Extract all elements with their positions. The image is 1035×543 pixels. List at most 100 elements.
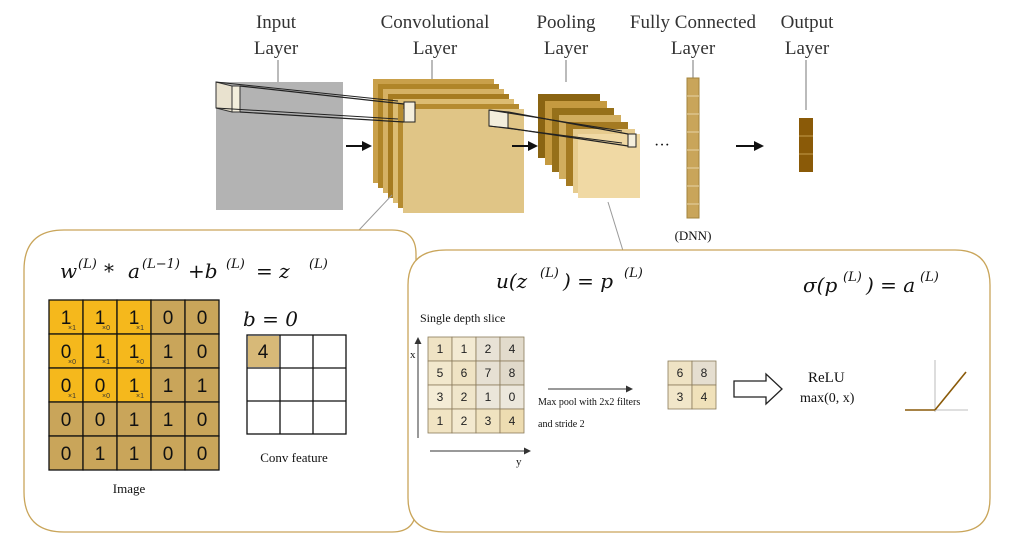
pool-caption-1: Max pool with 2x2 filters [538, 397, 640, 408]
eq-star: * [104, 259, 114, 283]
conv-feature-label: Conv feature [260, 450, 328, 465]
image-cell-value: 1 [129, 308, 140, 329]
eq-w-sup: (L) [78, 257, 97, 272]
image-cell [116, 333, 152, 369]
image-cell [150, 435, 186, 471]
kernel-weight: ×1 [136, 325, 144, 332]
slice-cell [499, 384, 525, 410]
slice-cell-value: 8 [509, 366, 516, 380]
image-cell [116, 299, 152, 335]
slice-cell [475, 384, 501, 410]
slice-cell-value: 3 [437, 390, 444, 404]
fc-layer-title-2: Layer [671, 38, 716, 59]
image-cell [48, 333, 84, 369]
conv-layer-title-1: Convolutional [381, 12, 490, 33]
image-cell-value: 1 [129, 376, 140, 397]
pool-caption-2: and stride 2 [538, 419, 585, 430]
ellipsis: ··· [654, 137, 670, 154]
relu-hollow-arrow [733, 372, 783, 406]
relu-title: ReLU [808, 370, 845, 386]
input-receptive-field [215, 81, 241, 113]
image-cell [48, 435, 84, 471]
slice-cell-value: 1 [461, 342, 468, 356]
eq-w: w [60, 259, 77, 283]
pooled-cell-value: 4 [701, 390, 708, 404]
conv-feature-grid: 4 [246, 334, 347, 435]
fc-neuron-column [686, 77, 700, 219]
axis-y-label: y [516, 456, 522, 468]
conv-equation: w (L) * a (L−1) +b (L) = z (L) [60, 257, 328, 283]
slice-cell [499, 336, 525, 362]
slice-cell-value: 4 [509, 342, 516, 356]
kernel-weight: ×1 [68, 393, 76, 400]
output-layer-title-1: Output [781, 12, 835, 33]
image-cell [150, 367, 186, 403]
kernel-weight: ×0 [102, 325, 110, 332]
image-cell-value: 1 [129, 342, 140, 363]
slice-cell-value: 0 [509, 390, 516, 404]
dnn-label: (DNN) [675, 228, 712, 243]
image-cell-value: 0 [197, 410, 208, 431]
image-cell-value: 0 [61, 376, 72, 397]
input-layer-title-1: Input [256, 12, 297, 33]
eq-sigma-sup: (L) [843, 270, 862, 285]
image-cell [184, 299, 220, 335]
conv-feature-stack [373, 79, 524, 213]
pooled-cell-value: 6 [677, 366, 684, 380]
image-cell-value: 0 [95, 376, 106, 397]
kernel-weight: ×1 [136, 393, 144, 400]
conv-detail-panel: w (L) * a (L−1) +b (L) = z (L) b = 0 1×1… [23, 229, 417, 533]
image-cell-value: 1 [61, 308, 72, 329]
image-cell [150, 333, 186, 369]
image-cell-value: 0 [95, 410, 106, 431]
kernel-weight: ×0 [68, 359, 76, 366]
pooled-cell [667, 384, 693, 410]
slice-cell [499, 408, 525, 434]
image-cell-value: 1 [163, 376, 174, 397]
pooled-cell [691, 360, 717, 386]
slice-cell-value: 2 [485, 342, 492, 356]
eq-sigma: σ(p [803, 273, 837, 297]
image-cell-value: 0 [197, 444, 208, 465]
slice-cell-value: 2 [461, 390, 468, 404]
kernel-weight: ×0 [102, 393, 110, 400]
image-cell-value: 0 [163, 308, 174, 329]
pooled-cell [691, 384, 717, 410]
eq-a-out: ) = a [865, 273, 915, 297]
relu-equation: σ(p (L) ) = a (L) [803, 270, 939, 297]
image-cell [48, 401, 84, 437]
relu-mini-plot [905, 360, 968, 412]
image-cell-value: 1 [129, 410, 140, 431]
layer-titles: Input Layer Convolutional Layer Pooling … [254, 12, 834, 59]
eq-u: u(z [496, 269, 528, 293]
slice-cell [451, 408, 477, 434]
eq-a-sup: (L−1) [142, 257, 180, 272]
slice-cell [427, 336, 453, 362]
conv-layer-title-2: Layer [413, 38, 458, 59]
pool-receptive-field-link [488, 109, 637, 148]
slice-cell-value: 3 [485, 414, 492, 428]
relu-formula: max(0, x) [800, 391, 855, 406]
eq-a: a [128, 259, 140, 283]
image-cell-value: 1 [129, 444, 140, 465]
conv-feature-cell-filled [248, 336, 279, 367]
kernel-weight: ×1 [102, 359, 110, 366]
image-cell [184, 435, 220, 471]
image-cell-value: 1 [95, 308, 106, 329]
output-layer-title-2: Layer [785, 38, 830, 59]
slice-cell-value: 7 [485, 366, 492, 380]
image-cell-value: 1 [95, 444, 106, 465]
image-cell [116, 435, 152, 471]
image-cell-value: 0 [61, 444, 72, 465]
image-cell-value: 0 [197, 342, 208, 363]
pool-layer-title-2: Layer [544, 38, 589, 59]
slice-cell-value: 2 [461, 414, 468, 428]
image-cell-value: 1 [163, 410, 174, 431]
pooled-cell-value: 3 [677, 390, 684, 404]
conv-receptive-field-link [215, 81, 416, 123]
slice-title: Single depth slice [420, 311, 505, 325]
axis-x-label: x [410, 349, 416, 361]
